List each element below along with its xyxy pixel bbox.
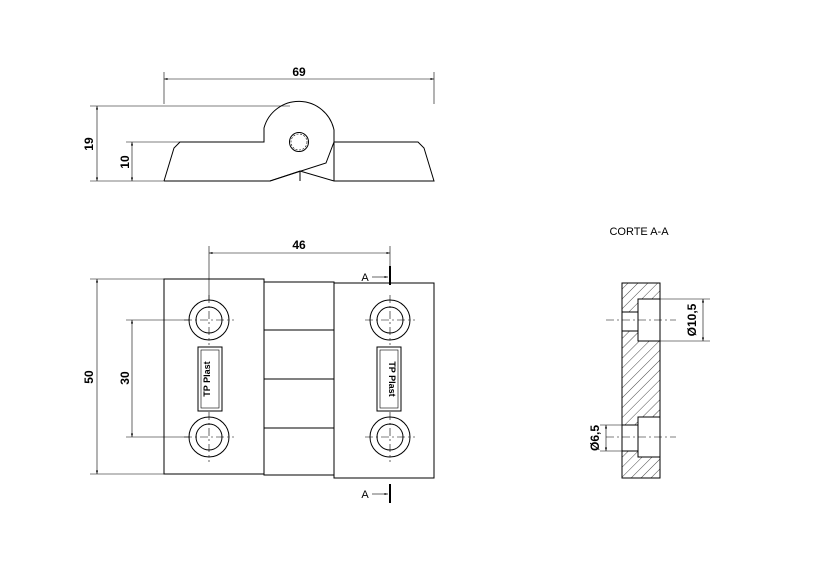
hinge-profile-left (163, 100, 335, 182)
hinge-profile-right (164, 141, 435, 182)
knuckle-4 (263, 427, 335, 476)
knuckle-2 (263, 329, 335, 380)
pin-circle (289, 132, 309, 152)
dim-front-spacing: 46 (292, 238, 306, 252)
section-marker-top: A (361, 272, 369, 284)
hole-left-top (184, 295, 234, 345)
section-title: CORTE A-A (609, 226, 669, 238)
dim-top-height: 19 (82, 137, 96, 151)
logo-left: TP Plast (197, 346, 223, 412)
hole-right-top (365, 295, 415, 345)
logo-right-text: TP Plast (387, 361, 397, 396)
logo-left-text: TP Plast (202, 361, 212, 396)
top-view: 69 19 10 (82, 65, 435, 182)
section-marker-bottom: A (361, 489, 369, 501)
hole-right-bottom (365, 412, 415, 462)
dim-top-width: 69 (292, 65, 306, 79)
dim-top-step: 10 (118, 155, 132, 169)
front-view: 46 50 30 (82, 238, 435, 503)
section-outline (621, 282, 661, 479)
logo-right: TP Plast (376, 346, 402, 412)
dim-section-hole: Ø6,5 (588, 425, 602, 451)
dim-front-height: 50 (82, 370, 96, 384)
hole-left-bottom (184, 412, 234, 462)
dim-front-hole-spacing: 30 (118, 371, 132, 385)
knuckle-1 (263, 281, 335, 331)
dim-section-bore: Ø10,5 (685, 303, 699, 336)
section-hatch (622, 283, 660, 478)
knuckle-3 (263, 378, 335, 429)
section-view: CORTE A-A Ø10,5 Ø6,5 (588, 226, 710, 479)
